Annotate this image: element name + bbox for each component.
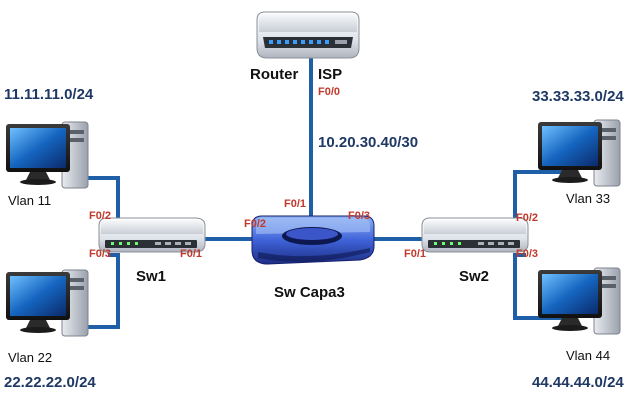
network-vlan33-label: 33.33.33.0/24 — [532, 88, 624, 105]
port-sw2-f03: F0/3 — [516, 248, 539, 260]
switch-icon — [98, 217, 206, 253]
switch-icon — [421, 217, 529, 253]
router-name-label: Router — [250, 66, 299, 83]
port-router-f00: F0/0 — [318, 86, 341, 98]
port-core-f01: F0/1 — [284, 198, 307, 210]
computer-icon — [6, 269, 89, 337]
vlan-11-label: Vlan 11 — [8, 193, 52, 208]
computer-icon — [538, 119, 621, 187]
network-wan-label: 10.20.30.40/30 — [318, 134, 419, 151]
router-icon — [256, 11, 360, 59]
link-sw2-pc44 — [513, 253, 562, 320]
vlan-33-label: Vlan 33 — [566, 191, 611, 206]
core-switch-label: Sw Capa3 — [274, 284, 345, 301]
link-sw1-pc22 — [70, 253, 120, 329]
layer3-switch-icon — [251, 215, 375, 265]
computer-icon — [538, 267, 621, 335]
port-core-f02: F0/2 — [244, 218, 267, 230]
vlan-44-label: Vlan 44 — [566, 348, 611, 363]
network-vlan11-label: 11.11.11.0/24 — [4, 86, 94, 103]
vlan-22-label: Vlan 22 — [8, 350, 53, 365]
router-name-label-isp: ISP — [318, 66, 343, 83]
sw1-label: Sw1 — [136, 268, 167, 285]
port-sw2-f02: F0/2 — [516, 212, 539, 224]
port-core-f03: F0/3 — [348, 210, 371, 222]
port-sw2-f01: F0/1 — [404, 248, 427, 260]
network-vlan22-label: 22.22.22.0/24 — [4, 374, 96, 391]
sw2-label: Sw2 — [459, 268, 490, 285]
network-vlan44-label: 44.44.44.0/24 — [532, 374, 624, 391]
port-sw1-f03: F0/3 — [89, 248, 112, 260]
computer-icon — [6, 121, 89, 189]
port-sw1-f02: F0/2 — [89, 210, 112, 222]
port-sw1-f01: F0/1 — [180, 248, 203, 260]
